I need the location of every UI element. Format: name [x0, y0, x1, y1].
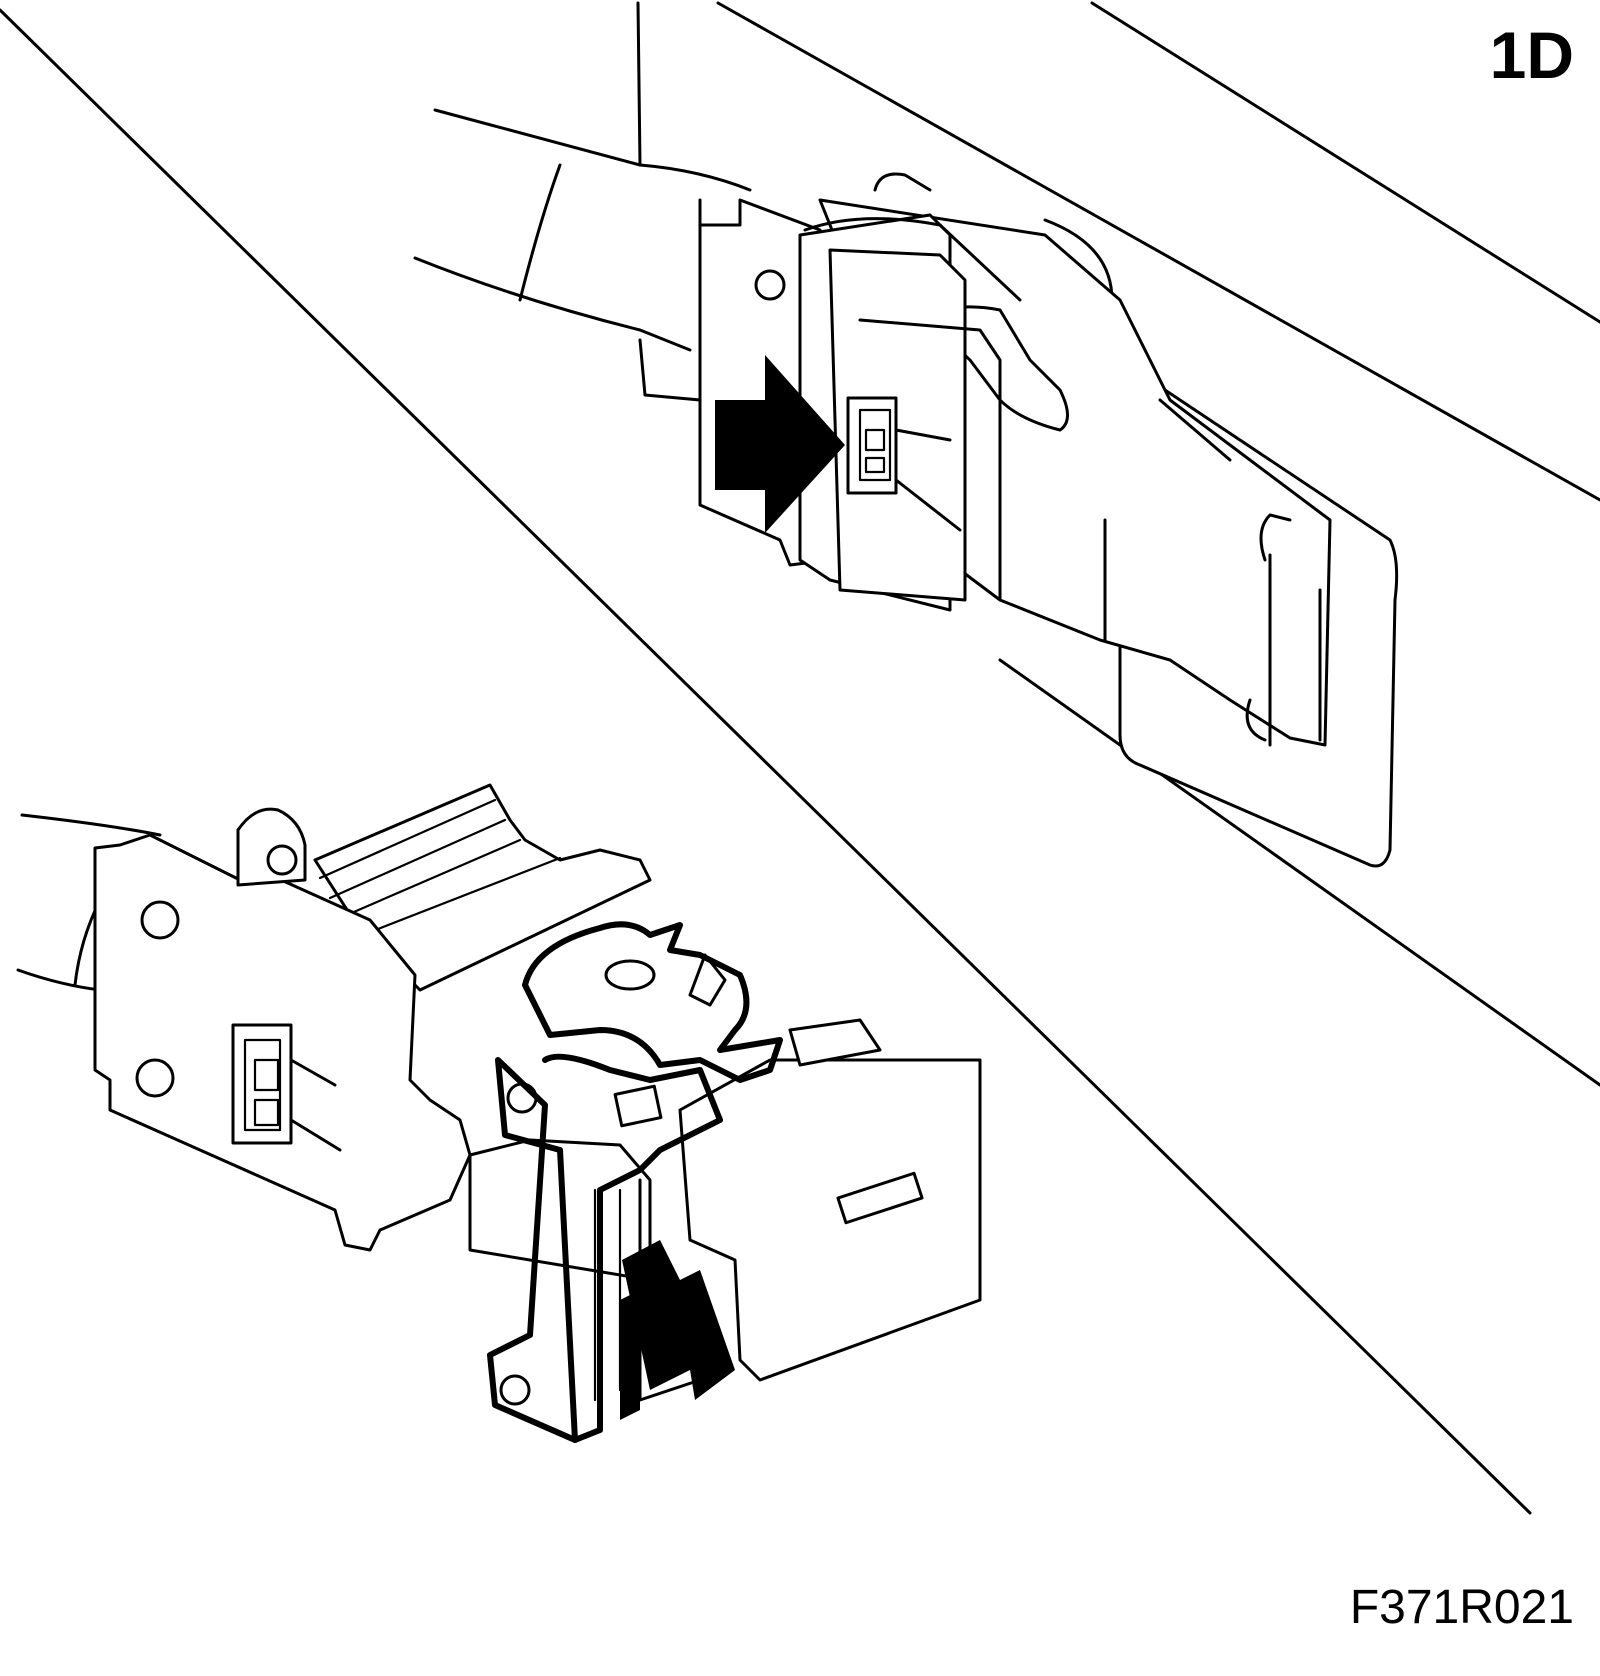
figure-id-label: F371R021 [1349, 1581, 1574, 1634]
diagonal-divider-line [0, 8, 1532, 1515]
locking-tab-lower [231, 1023, 293, 1145]
step-label: 1D [1489, 18, 1574, 92]
arrow-upper-indicator [715, 355, 845, 533]
upper-connector-assembly [413, 108, 1399, 868]
background-lines [0, 1, 1600, 1515]
locking-tab-upper [846, 396, 898, 495]
arrow-lower-indicator [620, 1240, 735, 1420]
lower-connector-assembly [16, 783, 982, 1443]
front-slot [836, 1171, 924, 1225]
